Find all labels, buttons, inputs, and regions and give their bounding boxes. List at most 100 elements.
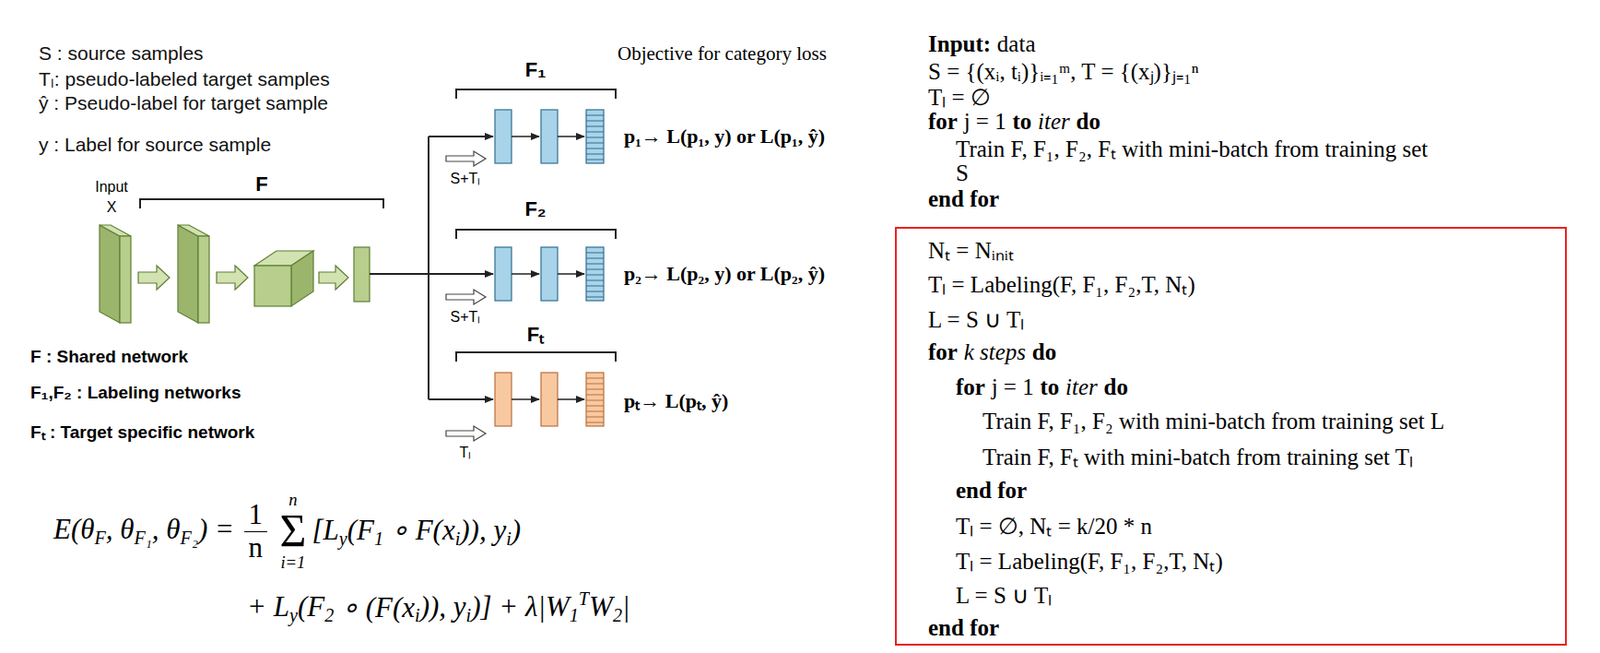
algorithm-line: Tₗ = Labeling(F, F₁, F₂,T, Nₜ) — [928, 267, 1196, 299]
algorithm-keyword: end for — [955, 477, 1027, 503]
equation-group: + Ly(F2∘ (F(xi)), yi)] + λ|W1TW2| — [247, 588, 630, 626]
algorithm-line: Tₗ = ∅ — [928, 80, 991, 112]
equation-term: W — [588, 590, 613, 624]
equation-term: 1 — [374, 528, 384, 549]
algorithm-line: Input:data — [928, 31, 1036, 58]
labeling-network-2 — [494, 247, 604, 301]
equation-term: 2 — [612, 605, 623, 626]
illustration-part — [511, 272, 540, 275]
equation-term: 1 — [569, 605, 579, 626]
illustration-part — [456, 229, 616, 239]
inner-arrows — [511, 136, 585, 400]
algorithm-line: Train F, Fₜ with mini-batch from trainin… — [982, 439, 1413, 471]
algorithm-text: Tₗ = Labeling(F, F₁, F₂,T, Nₜ) — [955, 548, 1224, 574]
input-label: Input — [94, 178, 129, 196]
labeling-network-1 — [494, 109, 604, 164]
illustration-part — [586, 372, 604, 426]
equation-term: T — [578, 588, 589, 609]
illustration-part — [541, 372, 558, 426]
input-arrows — [446, 151, 486, 441]
illustration-part — [494, 109, 512, 164]
algorithm-text: iter — [1065, 374, 1098, 400]
algorithm-text: Train F, F₁, F₂, Fₜ with mini-batch from… — [955, 136, 1428, 162]
illustration-part — [557, 135, 585, 138]
algorithm-keyword: for — [955, 374, 986, 400]
illustration-part — [291, 250, 314, 306]
equation-term: )), y — [420, 590, 467, 624]
equation-term: ∘ F(x — [390, 513, 456, 546]
equation-group: E(θF, θF₁, θF₂) = — [53, 512, 235, 549]
illustration-part — [198, 235, 210, 323]
algorithm-keyword: do — [1104, 374, 1129, 400]
equation-line: + Ly(F2∘ (F(xi)), yi)] + λ|W1TW2| — [247, 588, 630, 626]
illustration-part — [586, 252, 604, 297]
equation-term: F₁ — [134, 528, 153, 549]
illustration-part — [446, 425, 486, 441]
algorithm-text: Nₜ = Nᵢₙᵢₜ — [928, 237, 1014, 263]
illustration-part — [428, 272, 494, 275]
algorithm-line: L = S ∪ Tₗ — [955, 577, 1052, 610]
algorithm-keyword: Input: — [928, 31, 991, 57]
algorithm-line: fork stepsdo — [928, 339, 1057, 365]
illustration-part — [99, 224, 120, 323]
algorithm-keyword: end for — [928, 614, 1000, 640]
numerator: 1 — [247, 498, 263, 530]
algorithm-line: end for — [955, 477, 1027, 504]
target-network — [494, 372, 604, 426]
loss-label: p₁→ L(p₁, y) or L(p₁, ŷ) — [623, 124, 825, 149]
illustration-part — [494, 372, 512, 426]
algorithm-keyword: end for — [928, 186, 1000, 212]
illustration-part — [99, 224, 131, 236]
algorithm-line: Tₗ = Labeling(F, F₁, F₂,T, Nₜ) — [955, 543, 1224, 576]
equation-term: i — [414, 605, 421, 626]
algorithm-keyword: do — [1076, 108, 1101, 134]
equation-term: ) — [511, 513, 521, 546]
input-set-label: Tₗ — [459, 441, 472, 462]
input-label: X — [106, 199, 118, 216]
illustration-part — [586, 109, 604, 164]
algorithm-keyword: for — [928, 339, 958, 365]
equation-term: i — [455, 528, 461, 549]
algorithm-line: forj = 1toiterdo — [955, 374, 1129, 400]
illustration-part — [216, 265, 248, 290]
column-heading: Objective for category loss — [617, 42, 827, 66]
sum-limit: n — [288, 491, 297, 509]
algorithm-text: Tₗ = Labeling(F, F₁, F₂,T, Nₜ) — [928, 271, 1196, 297]
illustration-part — [446, 289, 486, 305]
illustration-part — [446, 151, 486, 166]
network-legend: F : Shared network — [30, 346, 189, 367]
algorithm-line: forj = 1toiterdo — [928, 108, 1101, 135]
illustration-part — [177, 224, 199, 323]
illustration-part — [140, 199, 384, 209]
equation-term: | — [622, 590, 631, 624]
illustration-part — [456, 352, 616, 362]
algorithm-text: data — [997, 31, 1036, 57]
illustration-part — [456, 89, 616, 99]
algorithm-keyword: do — [1032, 339, 1057, 365]
algorithm-text: Tₗ = ∅, Nₜ = k/20 * n — [955, 513, 1153, 539]
algorithm-text: Train F, Fₜ with mini-batch from trainin… — [982, 444, 1413, 470]
shared-network-layers — [99, 224, 370, 323]
network-legend: F₁,F₂ : Labeling networks — [30, 382, 241, 403]
equation-term: i — [466, 605, 472, 626]
brackets — [140, 89, 616, 362]
legend-line: ŷ : Pseudo-label for target sample — [38, 92, 329, 115]
algorithm-text: j = 1 — [964, 108, 1007, 134]
summation: nΣi=1 — [279, 491, 306, 572]
bracket-label: Fₜ — [527, 318, 544, 347]
algorithm-text: S = {(xᵢ, tᵢ)}ᵢ₌₁ᵐ, T = {(xⱼ)}ⱼ₌₁ⁿ — [928, 58, 1200, 84]
algorithm-line: end for — [928, 186, 1000, 212]
algorithm-line: Train F, F₁, F₂ with mini-batch from tra… — [982, 408, 1445, 435]
algorithm-line: S — [955, 160, 969, 187]
illustration-part — [586, 377, 604, 423]
bracket-label: F₁ — [525, 58, 547, 83]
algorithm-text: L = S ∪ Tₗ — [928, 306, 1024, 332]
equation-term: )), y — [459, 513, 506, 546]
algorithm-text: k steps — [964, 339, 1026, 365]
algorithm-text: L = S ∪ Tₗ — [955, 582, 1052, 608]
algorithm-line: S = {(xᵢ, tᵢ)}ᵢ₌₁ᵐ, T = {(xⱼ)}ⱼ₌₁ⁿ — [928, 54, 1200, 86]
algorithm-line: end for — [928, 614, 1000, 641]
equation-term: [L — [312, 513, 340, 546]
network-legend: Fₜ : Target specific network — [30, 419, 255, 444]
